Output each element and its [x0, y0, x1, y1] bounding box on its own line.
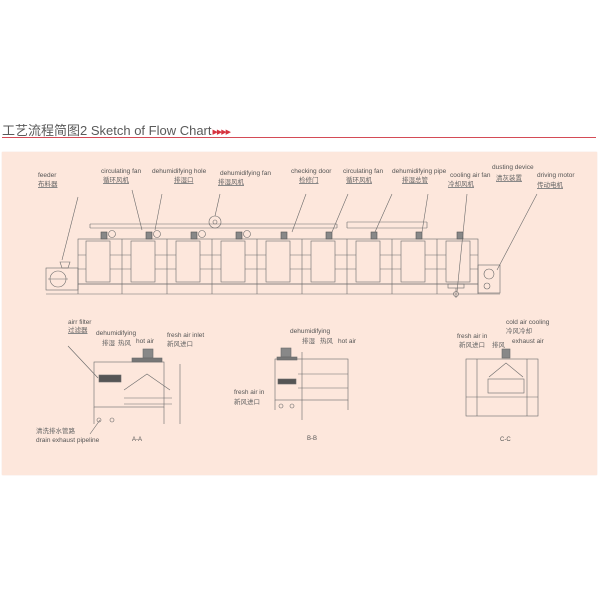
checking-door-label-cn: 检修门 [299, 177, 319, 184]
fresh-air-inlet-label: fresh air inlet [167, 332, 205, 339]
dehumidifying-bb-label-cn: 排湿 [302, 338, 315, 345]
dehumidifying-hole-label-cn: 排湿口 [174, 177, 194, 184]
exhaust-air-label: exhaust air [512, 338, 544, 345]
section-a-a-drawing [67, 345, 181, 435]
section-b-b-caption: B-B [307, 436, 318, 442]
driving-motor-label: driving motor [537, 172, 575, 179]
circulating-fan-label-cn: 循环风机 [103, 177, 129, 184]
drain-label: drain exhaust pipeline [36, 437, 100, 444]
dehumidifying-pipe-label-cn: 排湿总管 [402, 177, 428, 184]
dehumidifying-pipe-label: dehumidifying pipe [392, 168, 447, 175]
fresh-air-in-cc-label: fresh air in [457, 333, 488, 340]
title-underline [2, 137, 596, 138]
fresh-air-in-cc-label-cn: 新风进口 [459, 342, 485, 349]
hot-air-bb-label: hot air [338, 338, 357, 345]
fresh-air-in-bb-label-cn: 新风进口 [234, 399, 260, 406]
dusting-device-label: dusting device [492, 164, 534, 171]
section-b-b-drawing [274, 347, 349, 420]
driving-motor-label-cn: 传动电机 [537, 182, 563, 189]
hot-air-aa-label: hot air [136, 338, 155, 345]
feeder-label: feeder [38, 172, 57, 179]
drain-label-cn: 清洗排水管路 [36, 428, 75, 435]
fresh-air-in-bb-label: fresh air in [234, 389, 265, 396]
title-text: 工艺流程简图2 Sketch of Flow Chart [2, 123, 212, 138]
fresh-air-inlet-label-cn: 新风进口 [167, 341, 193, 348]
dehumidifying-fan-label: dehumidifying fan [220, 170, 271, 177]
hot-air-bb-label-cn: 热风 [320, 338, 333, 345]
arrow-markers-icon: ▶▶▶▶ [212, 128, 232, 136]
circulating-fan-label: circulating fan [101, 168, 142, 175]
circulating-fan-2-label: circulating fan [343, 168, 384, 175]
dehumidifying-hole-label: dehumidifying hole [152, 168, 207, 175]
dusting-device-label-cn: 清灰装置 [496, 175, 522, 182]
dehumidifying-aa-label: dehumidifying [96, 330, 137, 337]
feeder-label-cn: 布料器 [38, 181, 58, 188]
page-title: 工艺流程简图2 Sketch of Flow Chart▶▶▶▶ [2, 120, 232, 139]
cooling-air-fan-label: cooling air fan [450, 172, 491, 179]
dehumidifying-aa-label-cn: 排湿 [102, 340, 115, 347]
air-filter-label: airr filter [68, 319, 92, 326]
cold-air-cooling-label: cold air cooling [506, 319, 550, 326]
air-filter-label-cn: 过滤器 [68, 327, 88, 334]
dehumidifying-bb-label: dehumidifying [290, 328, 331, 335]
dehumidifying-fan-label-cn: 排湿风机 [218, 179, 244, 186]
flow-chart-drawing [45, 189, 539, 435]
main-machine-drawing [45, 189, 538, 298]
checking-door-label: checking door [291, 168, 332, 175]
circulating-fan-2-label-cn: 循环风机 [346, 177, 372, 184]
section-a-a-caption: A-A [132, 437, 143, 443]
flow-chart-panel: feeder 布料器 circulating fan 循环风机 dehumidi… [2, 152, 597, 475]
cold-air-cooling-label-cn: 冷风冷却 [506, 328, 532, 335]
section-c-c-caption: C-C [500, 437, 511, 443]
exhaust-air-label-cn: 排风 [492, 342, 505, 349]
section-c-c-drawing [465, 348, 539, 417]
cooling-air-fan-label-cn: 冷却风机 [448, 181, 474, 188]
hot-air-aa-label-cn: 热风 [118, 340, 131, 347]
